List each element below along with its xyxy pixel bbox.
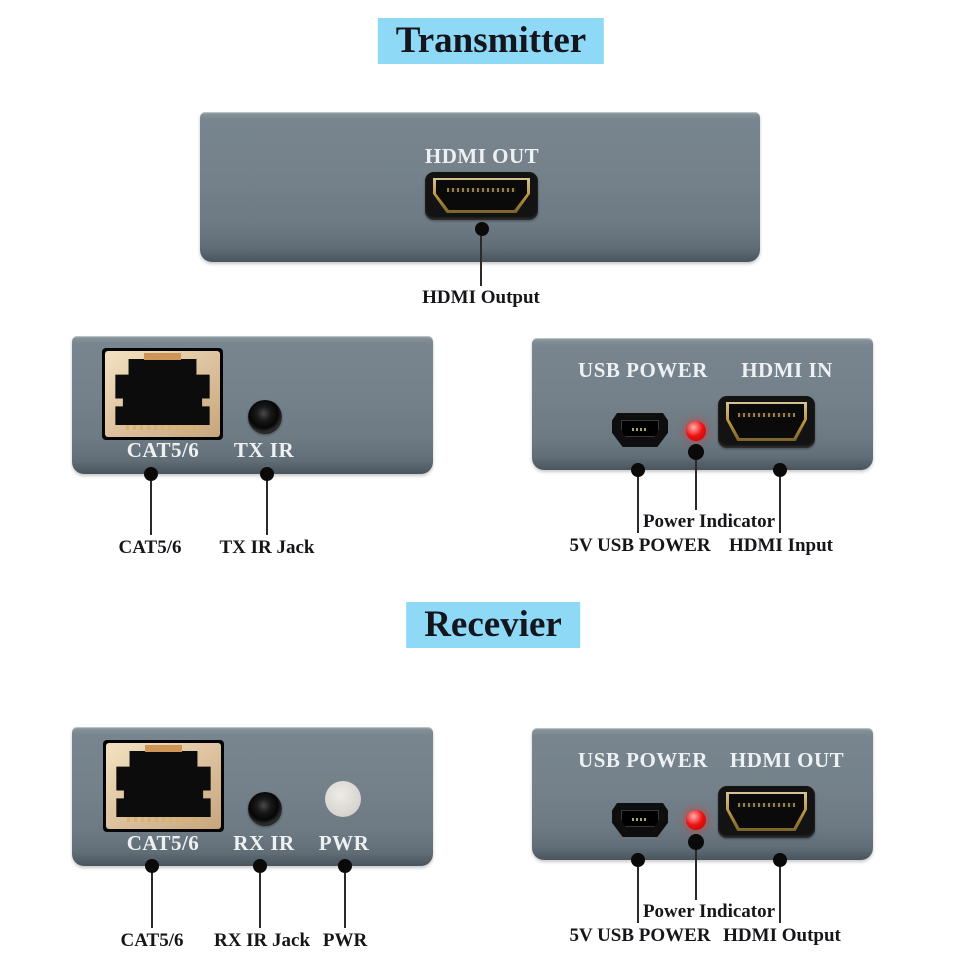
- hdmi-input-callout: HDMI Input: [729, 535, 833, 556]
- rx-ir-label: RX IR: [233, 831, 295, 855]
- callout-line: [480, 236, 482, 286]
- hdmi-out-label: HDMI OUT: [424, 144, 540, 168]
- callout-line: [779, 867, 781, 923]
- hdmi-cavity: [436, 180, 527, 210]
- callout-dot: [475, 222, 489, 236]
- hdmi-cavity: [729, 794, 804, 828]
- hdmi-output-callout: HDMI Output: [422, 287, 540, 308]
- rx-ir-jack-callout: RX IR Jack: [213, 930, 311, 951]
- callout-dot: [144, 467, 158, 481]
- rj45-clip-tab: [145, 744, 182, 753]
- callout-line: [637, 867, 639, 923]
- tx-ir-label: TX IR: [233, 438, 295, 462]
- callout-dot: [688, 834, 704, 850]
- rj45-clip-tab: [144, 352, 181, 361]
- rj45-socket: [115, 358, 210, 425]
- transmitter-power-panel: USB POWER HDMI IN: [532, 338, 873, 470]
- rj45-frame: [105, 351, 220, 437]
- hdmi-in-label: HDMI IN: [741, 358, 833, 382]
- cat56-label: CAT5/6: [126, 438, 200, 462]
- callout-dot: [338, 859, 352, 873]
- callout-line: [695, 850, 697, 900]
- callout-dot: [773, 853, 787, 867]
- hdmi-pins: [446, 187, 517, 192]
- callout-line: [344, 873, 346, 928]
- callout-line: [695, 460, 697, 510]
- power-led-icon: [686, 421, 706, 441]
- cat56-label: CAT5/6: [126, 831, 200, 855]
- usb-power-callout: 5V USB POWER: [569, 535, 711, 556]
- rj45-socket: [116, 750, 211, 817]
- micro-usb-slot: [621, 420, 659, 437]
- rj45-frame: [106, 743, 221, 829]
- pwr-label: PWR: [318, 831, 370, 855]
- micro-usb-pins: [632, 427, 648, 431]
- receiver-rear-panel: CAT5/6 RX IR PWR: [72, 727, 433, 866]
- rj45-pins: [126, 816, 201, 823]
- hdmi-port-icon: [718, 396, 815, 448]
- hdmi-rim: [726, 402, 807, 441]
- hdmi-output-callout: HDMI Output: [723, 925, 841, 946]
- usb-power-label: USB POWER: [578, 358, 708, 382]
- pwr-indicator-icon: [325, 781, 361, 817]
- usb-power-callout: 5V USB POWER: [569, 925, 711, 946]
- receiver-title: Recevier: [406, 602, 580, 648]
- receiver-power-panel: USB POWER HDMI OUT: [532, 728, 873, 860]
- hdmi-pins: [738, 412, 795, 418]
- rj45-port-icon: [102, 348, 223, 440]
- callout-dot: [145, 859, 159, 873]
- callout-dot: [631, 853, 645, 867]
- cat56-callout: CAT5/6: [118, 537, 182, 558]
- micro-usb-port-icon: [612, 413, 668, 447]
- callout-dot: [773, 463, 787, 477]
- ir-jack-icon: [248, 400, 282, 434]
- hdmi-pins: [738, 802, 795, 808]
- callout-line: [779, 477, 781, 533]
- callout-line: [151, 873, 153, 928]
- hdmi-cavity: [729, 404, 804, 438]
- callout-dot: [260, 467, 274, 481]
- rj45-pins: [125, 424, 200, 431]
- pwr-callout: PWR: [322, 930, 368, 951]
- callout-line: [150, 481, 152, 535]
- hdmi-port-icon: [425, 172, 538, 220]
- hdmi-rim: [726, 792, 807, 831]
- hdmi-port-icon: [718, 786, 815, 838]
- micro-usb-pins: [632, 817, 648, 821]
- usb-power-label: USB POWER: [578, 748, 708, 772]
- micro-usb-slot: [621, 810, 659, 827]
- rj45-port-icon: [103, 740, 224, 832]
- micro-usb-port-icon: [612, 803, 668, 837]
- callout-dot: [688, 444, 704, 460]
- callout-dot: [253, 859, 267, 873]
- cat56-callout: CAT5/6: [120, 930, 184, 951]
- power-indicator-callout: Power Indicator: [642, 511, 776, 532]
- hdmi-rim: [433, 178, 530, 213]
- power-indicator-callout: Power Indicator: [642, 901, 776, 922]
- callout-line: [637, 477, 639, 533]
- tx-ir-jack-callout: TX IR Jack: [219, 537, 315, 558]
- hdmi-out-label: HDMI OUT: [729, 748, 845, 772]
- callout-line: [259, 873, 261, 928]
- power-led-icon: [686, 810, 706, 830]
- callout-dot: [631, 463, 645, 477]
- transmitter-title: Transmitter: [377, 18, 605, 64]
- ir-jack-icon: [248, 792, 282, 826]
- callout-line: [266, 481, 268, 535]
- transmitter-rear-panel: CAT5/6 TX IR: [72, 336, 433, 474]
